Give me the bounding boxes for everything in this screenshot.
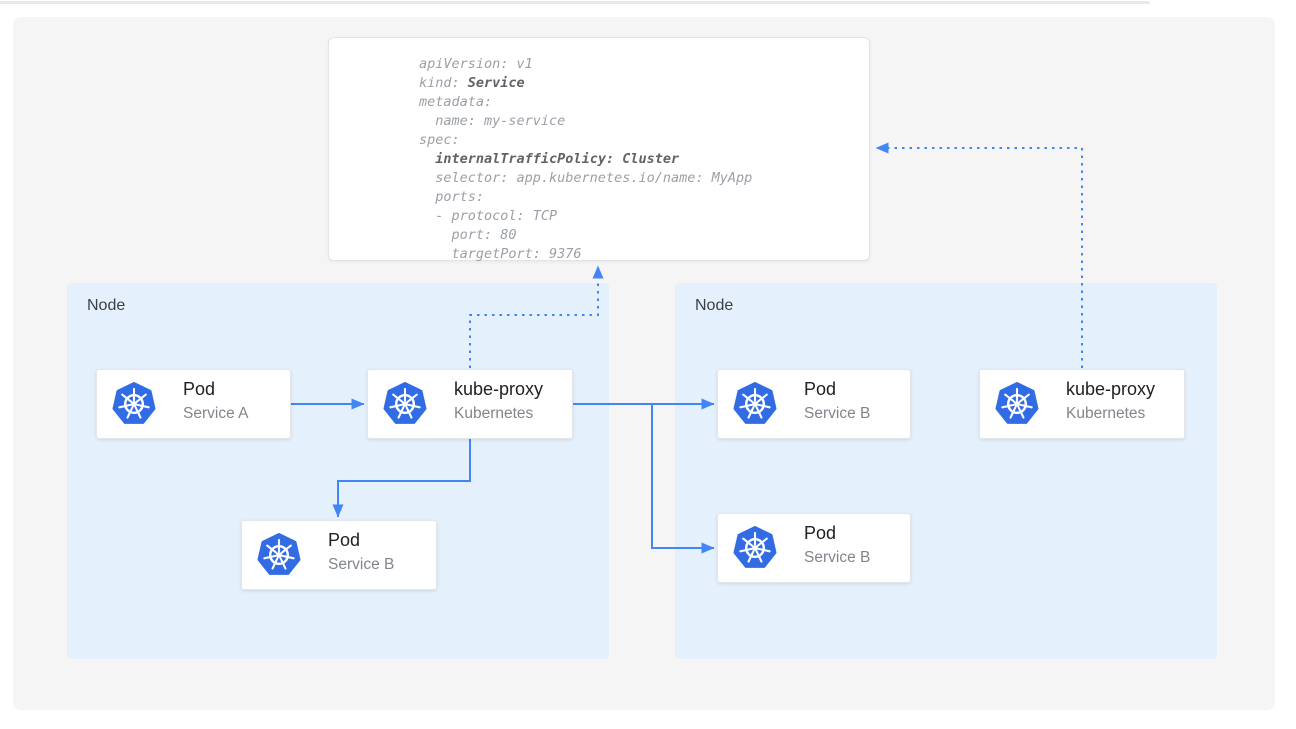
yaml-code-line: - protocol: TCP — [419, 208, 558, 224]
yaml-code-line: apiVersion: v1 — [419, 56, 533, 72]
card-pod-service-a: Pod Service A — [96, 369, 291, 439]
kubernetes-icon — [257, 533, 301, 577]
yaml-code-line: internalTrafficPolicy: Cluster — [435, 151, 680, 167]
yaml-code-line: spec: — [419, 132, 460, 148]
yaml-code: apiVersion: v1 kind: Service metadata: nam… — [419, 55, 752, 264]
card-title: kube-proxy — [454, 379, 544, 399]
node-right-label: Node — [695, 297, 734, 314]
yaml-code-line: name: my-service — [419, 113, 566, 129]
card-subtitle: Service A — [183, 405, 249, 422]
card-kube-proxy-left: kube-proxy Kubernetes — [367, 369, 573, 439]
card-pod-service-b-left: Pod Service B — [241, 520, 437, 590]
card-kube-proxy-right: kube-proxy Kubernetes — [979, 369, 1185, 439]
kubernetes-icon — [112, 382, 156, 426]
card-title: Pod — [804, 379, 837, 399]
card-subtitle: Service B — [804, 549, 871, 566]
yaml-code-line: ports: — [419, 189, 485, 205]
card-title: Pod — [328, 530, 361, 550]
node-left: Node — [67, 283, 609, 659]
service-yaml-box: apiVersion: v1 kind: Service metadata: nam… — [328, 37, 870, 264]
yaml-code-line: kind: Service — [419, 75, 525, 91]
node-right: Node — [675, 283, 1217, 659]
card-subtitle: Kubernetes — [1066, 405, 1146, 422]
kubernetes-icon — [733, 526, 777, 570]
node-left-label: Node — [87, 297, 126, 314]
yaml-code-line: metadata: — [419, 94, 493, 110]
card-title: Pod — [183, 379, 216, 399]
card-subtitle: Service B — [328, 556, 395, 573]
yaml-code-line: port: 80 — [419, 227, 517, 243]
yaml-code-line: targetPort: 9376 — [419, 246, 582, 262]
kubernetes-icon — [733, 382, 777, 426]
top-divider — [0, 1, 1150, 4]
card-title: Pod — [804, 523, 837, 543]
card-pod-service-b-right-top: Pod Service B — [717, 369, 911, 439]
card-subtitle: Kubernetes — [454, 405, 534, 422]
kubernetes-icon — [383, 382, 427, 426]
card-title: kube-proxy — [1066, 379, 1156, 399]
card-pod-service-b-right-bottom: Pod Service B — [717, 513, 911, 583]
kubernetes-icon — [995, 382, 1039, 426]
yaml-code-line: selector: app.kubernetes.io/name: MyApp — [419, 170, 753, 186]
card-subtitle: Service B — [804, 405, 871, 422]
